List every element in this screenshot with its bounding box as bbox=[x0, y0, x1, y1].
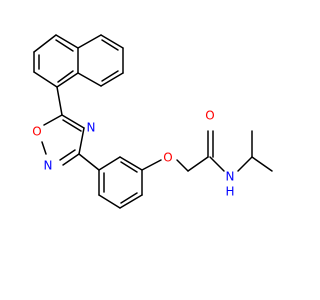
bond bbox=[119, 194, 143, 209]
ether-oxygen-label: O bbox=[163, 151, 172, 165]
amide-hydrogen-label: H bbox=[225, 185, 234, 199]
bond bbox=[77, 72, 102, 87]
bond bbox=[33, 34, 57, 53]
molecule-svg: O N N O O N H bbox=[32, 34, 273, 209]
bonds bbox=[33, 34, 273, 209]
bond bbox=[101, 39, 119, 51]
bond bbox=[141, 159, 162, 171]
bond bbox=[62, 119, 82, 132]
bond bbox=[187, 156, 209, 172]
bond bbox=[56, 86, 63, 116]
ring-oxygen-label: O bbox=[32, 125, 41, 139]
bond bbox=[98, 156, 121, 171]
bond bbox=[33, 71, 58, 88]
molecule-diagram: O N N O O N H bbox=[32, 34, 273, 209]
bond bbox=[119, 156, 143, 171]
bond bbox=[41, 141, 47, 155]
bond bbox=[237, 156, 253, 172]
ring-nitrogen-label: N bbox=[87, 121, 96, 135]
bond bbox=[61, 114, 85, 129]
bond bbox=[56, 72, 79, 88]
bond bbox=[55, 39, 74, 52]
bond bbox=[176, 159, 189, 172]
bond bbox=[101, 70, 119, 82]
bond bbox=[251, 156, 273, 172]
bond bbox=[78, 127, 85, 155]
carbonyl-oxygen-label: O bbox=[205, 109, 214, 123]
bond bbox=[98, 194, 121, 209]
bond bbox=[62, 153, 80, 166]
bond bbox=[120, 161, 138, 173]
bond bbox=[100, 72, 124, 87]
bond bbox=[59, 149, 76, 161]
amide-nitrogen-label: N bbox=[226, 170, 235, 184]
ring-nitrogen-label: N bbox=[44, 159, 53, 173]
atom-labels: O N N O O N H bbox=[32, 109, 234, 199]
bond bbox=[77, 34, 102, 49]
bond bbox=[55, 34, 79, 49]
bond bbox=[120, 192, 138, 204]
bond bbox=[78, 153, 100, 171]
bond bbox=[57, 70, 74, 83]
bond bbox=[100, 34, 124, 49]
bond bbox=[43, 114, 63, 126]
bond bbox=[209, 156, 225, 172]
